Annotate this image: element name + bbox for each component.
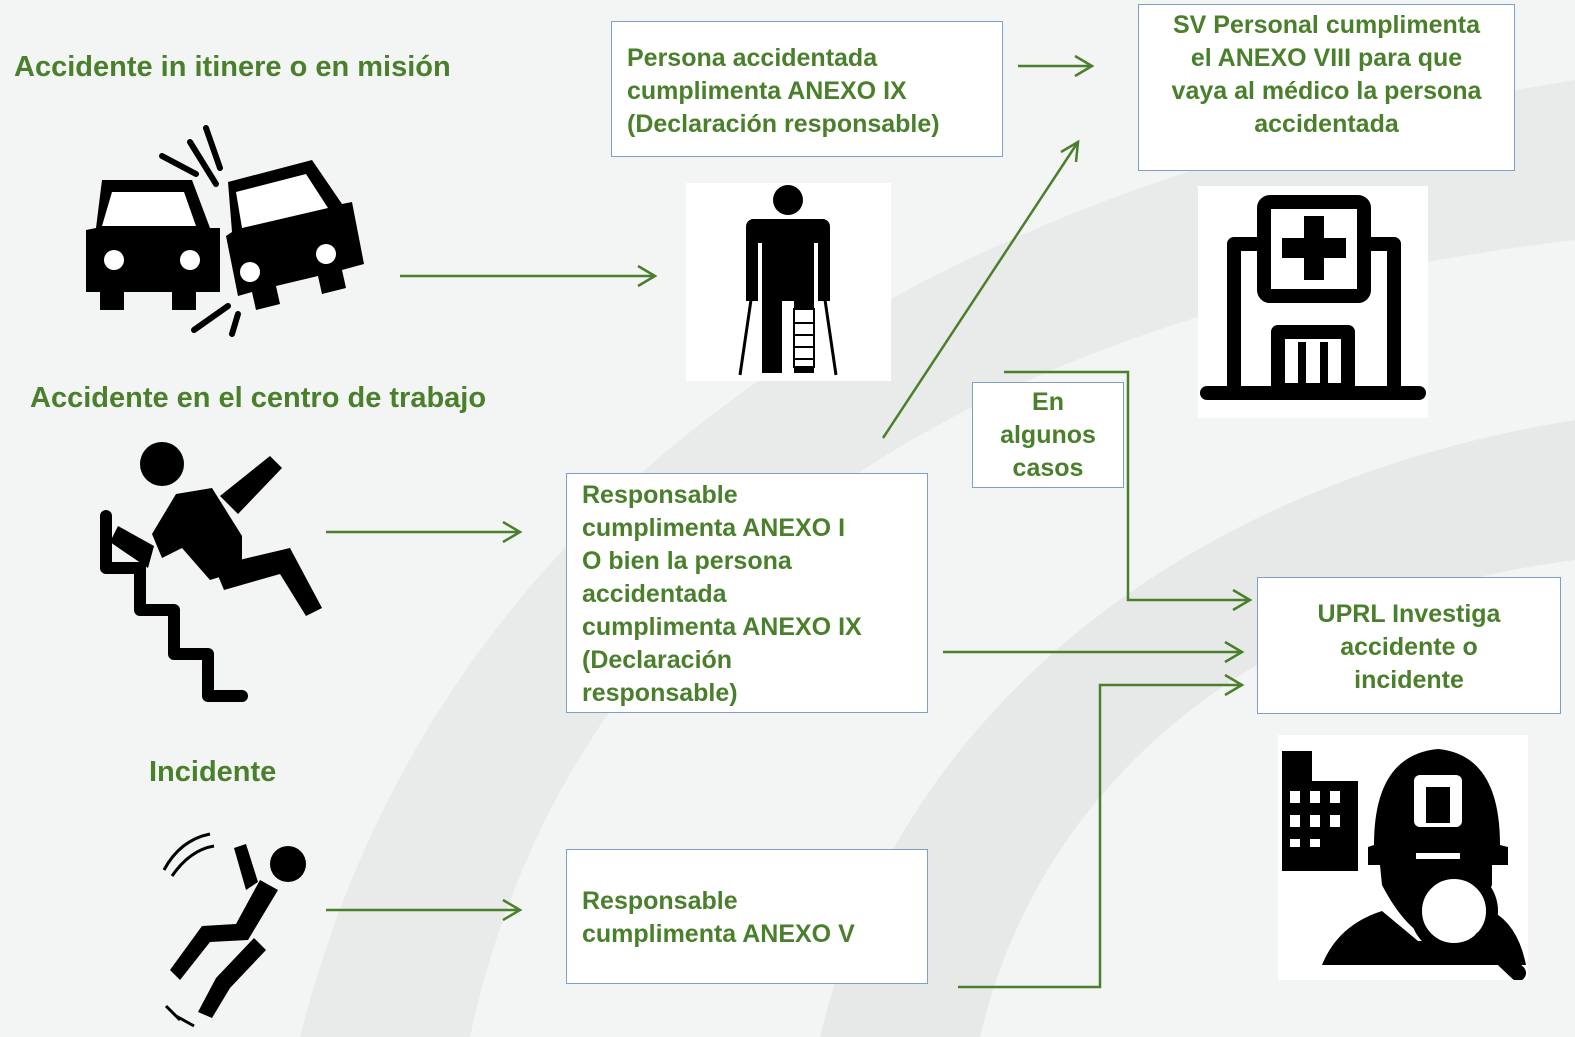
arrow-anexo-ix-to-sv bbox=[1018, 54, 1095, 78]
arrow-anexo-i-to-uprl bbox=[943, 640, 1245, 664]
box-casos-line-3: casos bbox=[1012, 454, 1084, 482]
box-anexo-i-line-4: accidentada bbox=[582, 580, 727, 608]
arrow-car-to-injured bbox=[400, 264, 658, 288]
safety-investigator-icon bbox=[1278, 735, 1528, 980]
box-anexo-ix-line-2: cumplimenta ANEXO IX bbox=[627, 77, 907, 105]
box-anexo-i-line-1: Responsable bbox=[582, 481, 738, 509]
box-anexo-i-line-2: cumplimenta ANEXO I bbox=[582, 514, 846, 542]
box-uprl: UPRL Investiga accidente o incidente bbox=[1257, 577, 1561, 714]
box-anexo-i-line-5: cumplimenta ANEXO IX bbox=[582, 613, 862, 641]
box-uprl-line-2: accidente o bbox=[1340, 633, 1478, 661]
arrow-stairs-to-anexo-i bbox=[326, 520, 523, 544]
box-anexo-v-line-2: cumplimenta ANEXO V bbox=[582, 920, 855, 948]
box-sv-line-4: accidentada bbox=[1254, 110, 1399, 138]
car-crash-icon bbox=[86, 125, 364, 337]
box-anexo-i-line-7: responsable) bbox=[582, 679, 738, 707]
box-casos-line-2: algunos bbox=[1000, 421, 1096, 449]
arrow-anexo-v-to-uprl bbox=[958, 673, 1245, 989]
box-sv-line-3: vaya al médico la persona bbox=[1171, 77, 1482, 105]
box-anexo-v: Responsable cumplimenta ANEXO V bbox=[566, 849, 928, 984]
box-uprl-line-1: UPRL Investiga bbox=[1317, 600, 1501, 628]
box-anexo-ix-line-3: (Declaración responsable) bbox=[627, 110, 940, 138]
box-sv-personal: SV Personal cumplimenta el ANEXO VIII pa… bbox=[1138, 4, 1515, 171]
box-en-algunos-casos: En algunos casos bbox=[972, 382, 1124, 488]
person-on-crutches-icon bbox=[686, 183, 891, 381]
box-sv-line-1: SV Personal cumplimenta bbox=[1172, 11, 1481, 39]
arrow-anexo-i-to-sv bbox=[881, 139, 1080, 439]
box-anexo-ix-line-1: Persona accidentada bbox=[627, 44, 878, 72]
arrow-en-algunos-casos-to-uprl bbox=[1004, 370, 1253, 612]
fall-on-stairs-icon bbox=[100, 442, 322, 702]
box-anexo-v-line-1: Responsable bbox=[582, 887, 738, 915]
slip-fall-icon bbox=[162, 832, 306, 1028]
box-anexo-ix: Persona accidentada cumplimenta ANEXO IX… bbox=[611, 21, 1003, 157]
heading-incidente: Incidente bbox=[149, 756, 277, 788]
heading-centro-trabajo: Accidente en el centro de trabajo bbox=[30, 382, 487, 414]
box-anexo-i-line-3: O bien la persona bbox=[582, 547, 792, 575]
box-uprl-line-3: incidente bbox=[1354, 666, 1464, 694]
heading-itinere: Accidente in itinere o en misión bbox=[14, 51, 451, 83]
box-sv-line-2: el ANEXO VIII para que bbox=[1190, 44, 1463, 72]
box-anexo-i: Responsable cumplimenta ANEXO I O bien l… bbox=[566, 473, 928, 713]
box-casos-line-1: En bbox=[1032, 388, 1064, 416]
arrow-slip-to-anexo-v bbox=[326, 898, 523, 922]
box-anexo-i-line-6: (Declaración bbox=[582, 646, 733, 674]
hospital-icon bbox=[1198, 186, 1428, 418]
